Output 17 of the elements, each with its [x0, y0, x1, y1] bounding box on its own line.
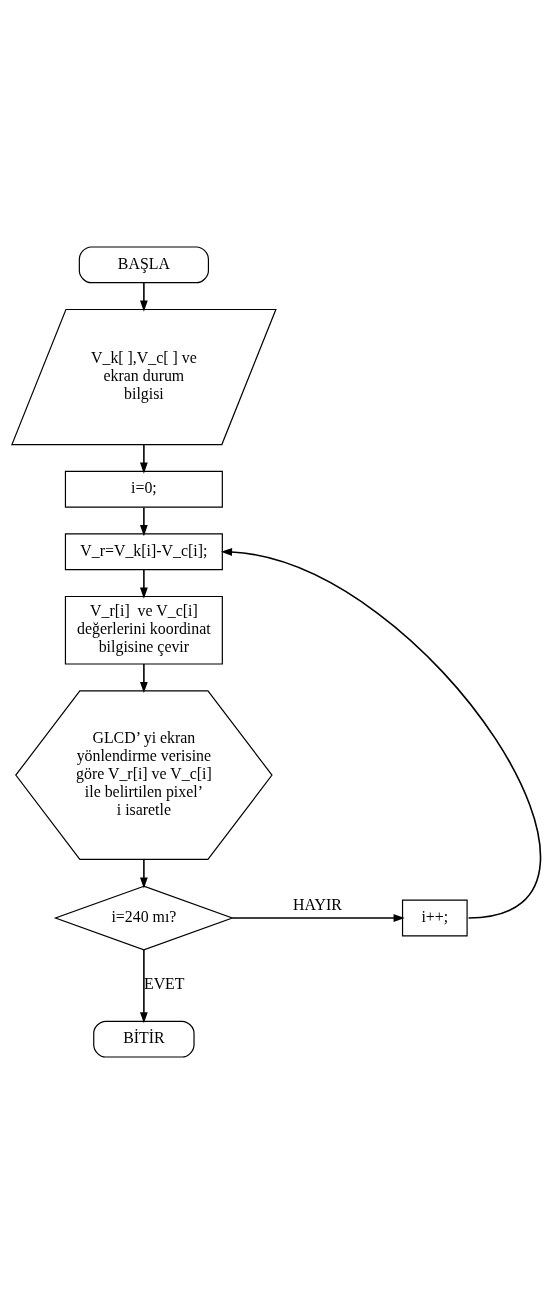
node-diamond: i=240 mı? — [53, 885, 234, 951]
node-box: V_r[i] ve V_c[i] değerlerini koordinat bilgisine çevir — [64, 595, 223, 665]
node-box: V_r=V_k[i]-V_c[i]; — [64, 533, 223, 571]
node-box: i=0; — [64, 470, 223, 508]
arrow — [231, 914, 405, 922]
arrow — [139, 663, 148, 694]
arrow — [139, 858, 148, 889]
arrow — [139, 282, 148, 312]
arrow — [139, 506, 148, 537]
node-box: BAŞLA — [78, 246, 210, 284]
edge-label: HAYIR — [292, 895, 342, 913]
arrow — [139, 568, 148, 599]
arrow — [139, 443, 148, 474]
arrow — [139, 949, 148, 1024]
arrow — [220, 548, 542, 919]
node-box: i++; — [401, 899, 468, 937]
node-box: BİTİR — [93, 1020, 195, 1058]
